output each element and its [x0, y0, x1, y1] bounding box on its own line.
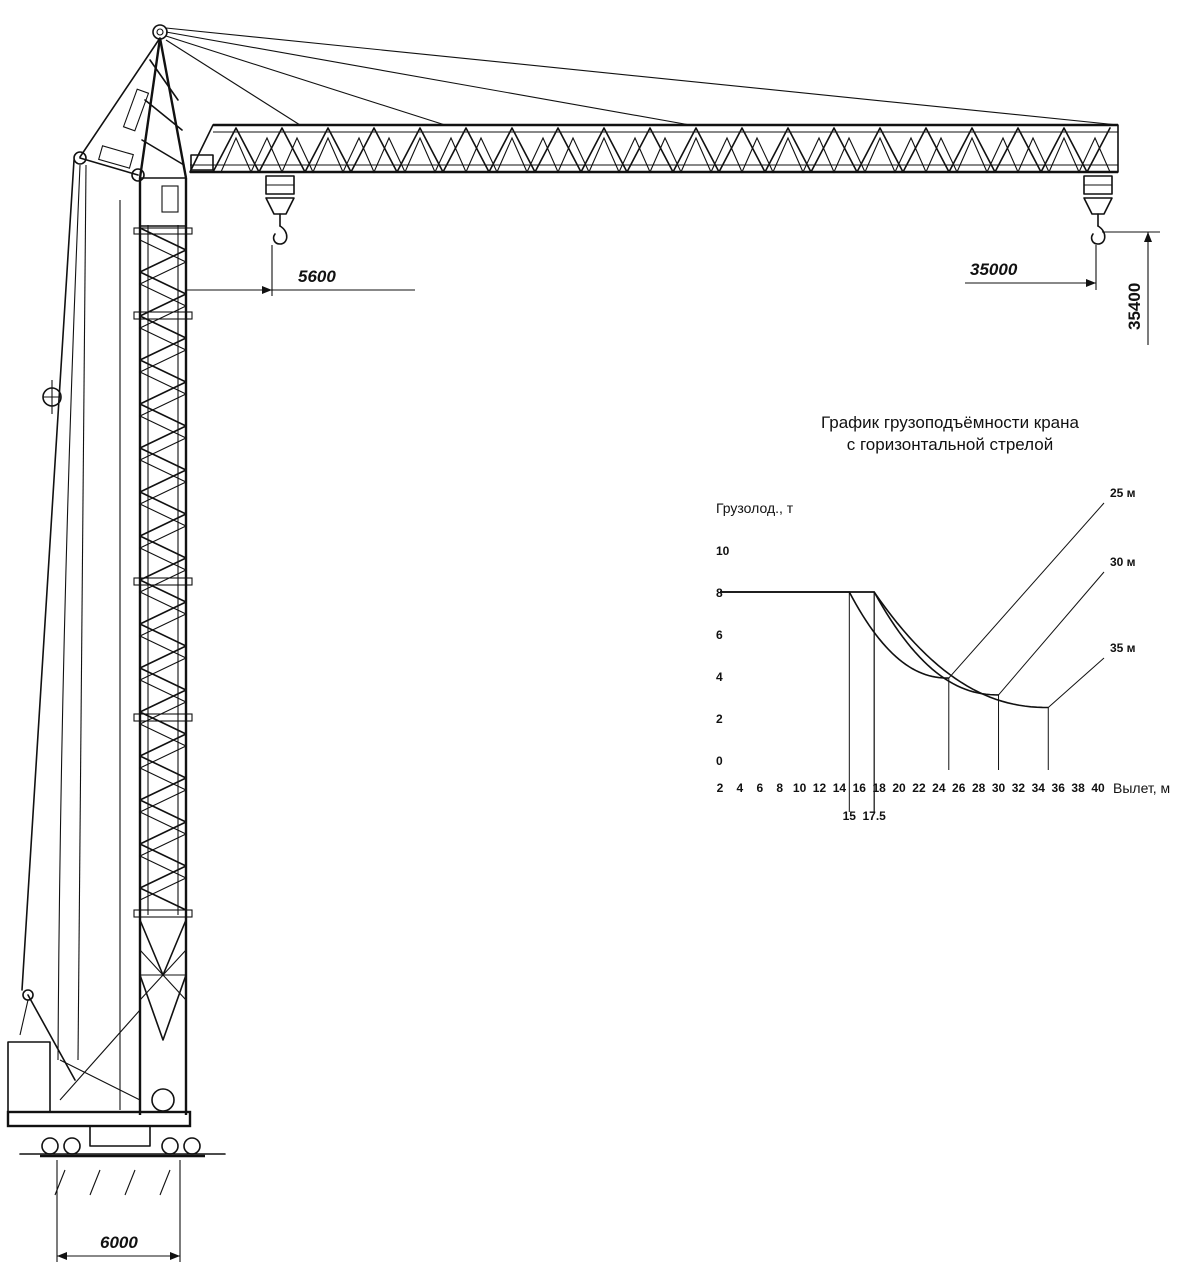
series-lines — [720, 502, 1105, 812]
x-tick-label: 6 — [756, 781, 763, 795]
x-tick-label: 12 — [813, 781, 827, 795]
x-tick-label: 40 — [1091, 781, 1105, 795]
dim-label-35400: 35400 — [1125, 283, 1144, 330]
dimension-far-reach: 35000 — [965, 245, 1097, 290]
y-tick-label: 2 — [716, 712, 723, 726]
chart-y-label: Грузолод., т — [716, 500, 794, 516]
x-extra-tick-label: 15 — [843, 809, 857, 823]
chart-title-line1: График грузоподъёмности крана — [821, 413, 1080, 432]
series-label: 30 м — [1110, 555, 1136, 569]
chart-title-line2: с горизонтальной стрелой — [847, 435, 1053, 454]
series-leader-line — [948, 502, 1105, 679]
dimension-base-width: 6000 — [56, 1160, 181, 1262]
series-leader-line — [998, 571, 1105, 696]
series-labels: 25 м 30 м 35 м — [1110, 486, 1136, 655]
series-label: 25 м — [1110, 486, 1136, 500]
x-tick-label: 32 — [1012, 781, 1026, 795]
load-chart: График грузоподъёмности крана с горизонт… — [716, 413, 1170, 823]
luffing-ropes — [21, 159, 121, 1110]
crane-base — [6, 989, 226, 1196]
x-extra-tick-label: 17.5 — [863, 809, 887, 823]
x-tick-label: 10 — [793, 781, 807, 795]
tower-head — [73, 24, 188, 182]
x-tick-label: 14 — [833, 781, 847, 795]
y-tick-label: 8 — [716, 586, 723, 600]
series-leader-line — [1047, 657, 1105, 708]
y-tick-label: 10 — [716, 544, 730, 558]
dimension-hook-height: 35400 — [1102, 231, 1160, 345]
jib-stays — [165, 27, 1119, 126]
x-tick-label: 16 — [853, 781, 867, 795]
dim-label-6000: 6000 — [100, 1233, 138, 1252]
y-tick-label: 6 — [716, 628, 723, 642]
x-tick-label: 28 — [972, 781, 986, 795]
tower-mast — [133, 177, 193, 1115]
x-tick-label: 34 — [1032, 781, 1046, 795]
x-tick-label: 8 — [776, 781, 783, 795]
series-line — [720, 591, 949, 679]
dim-label-5600: 5600 — [298, 267, 336, 286]
series-label: 35 м — [1110, 641, 1136, 655]
y-tick-label: 4 — [716, 670, 723, 684]
x-extra-tick-labels: 15 17.5 — [843, 809, 887, 823]
x-tick-label: 30 — [992, 781, 1006, 795]
y-tick-label: 0 — [716, 754, 723, 768]
hook-far — [1083, 175, 1113, 245]
x-tick-label: 26 — [952, 781, 966, 795]
x-tick-label: 38 — [1071, 781, 1085, 795]
dim-label-35000: 35000 — [970, 260, 1018, 279]
hook-near — [265, 175, 295, 245]
x-tick-label: 18 — [872, 781, 886, 795]
series-line — [720, 591, 999, 696]
crane — [6, 24, 1119, 1196]
x-tick-label: 36 — [1052, 781, 1066, 795]
series-line — [720, 591, 1049, 709]
x-tick-label: 2 — [717, 781, 724, 795]
dimension-near-reach: 5600 — [186, 245, 415, 296]
jib — [189, 123, 1119, 174]
x-tick-label: 4 — [737, 781, 744, 795]
x-tick-label: 22 — [912, 781, 926, 795]
x-tick-label: 20 — [892, 781, 906, 795]
chart-x-label: Вылет, м — [1113, 780, 1170, 796]
x-tick-label: 24 — [932, 781, 946, 795]
y-tick-labels: 10 8 6 4 2 0 — [716, 544, 730, 768]
